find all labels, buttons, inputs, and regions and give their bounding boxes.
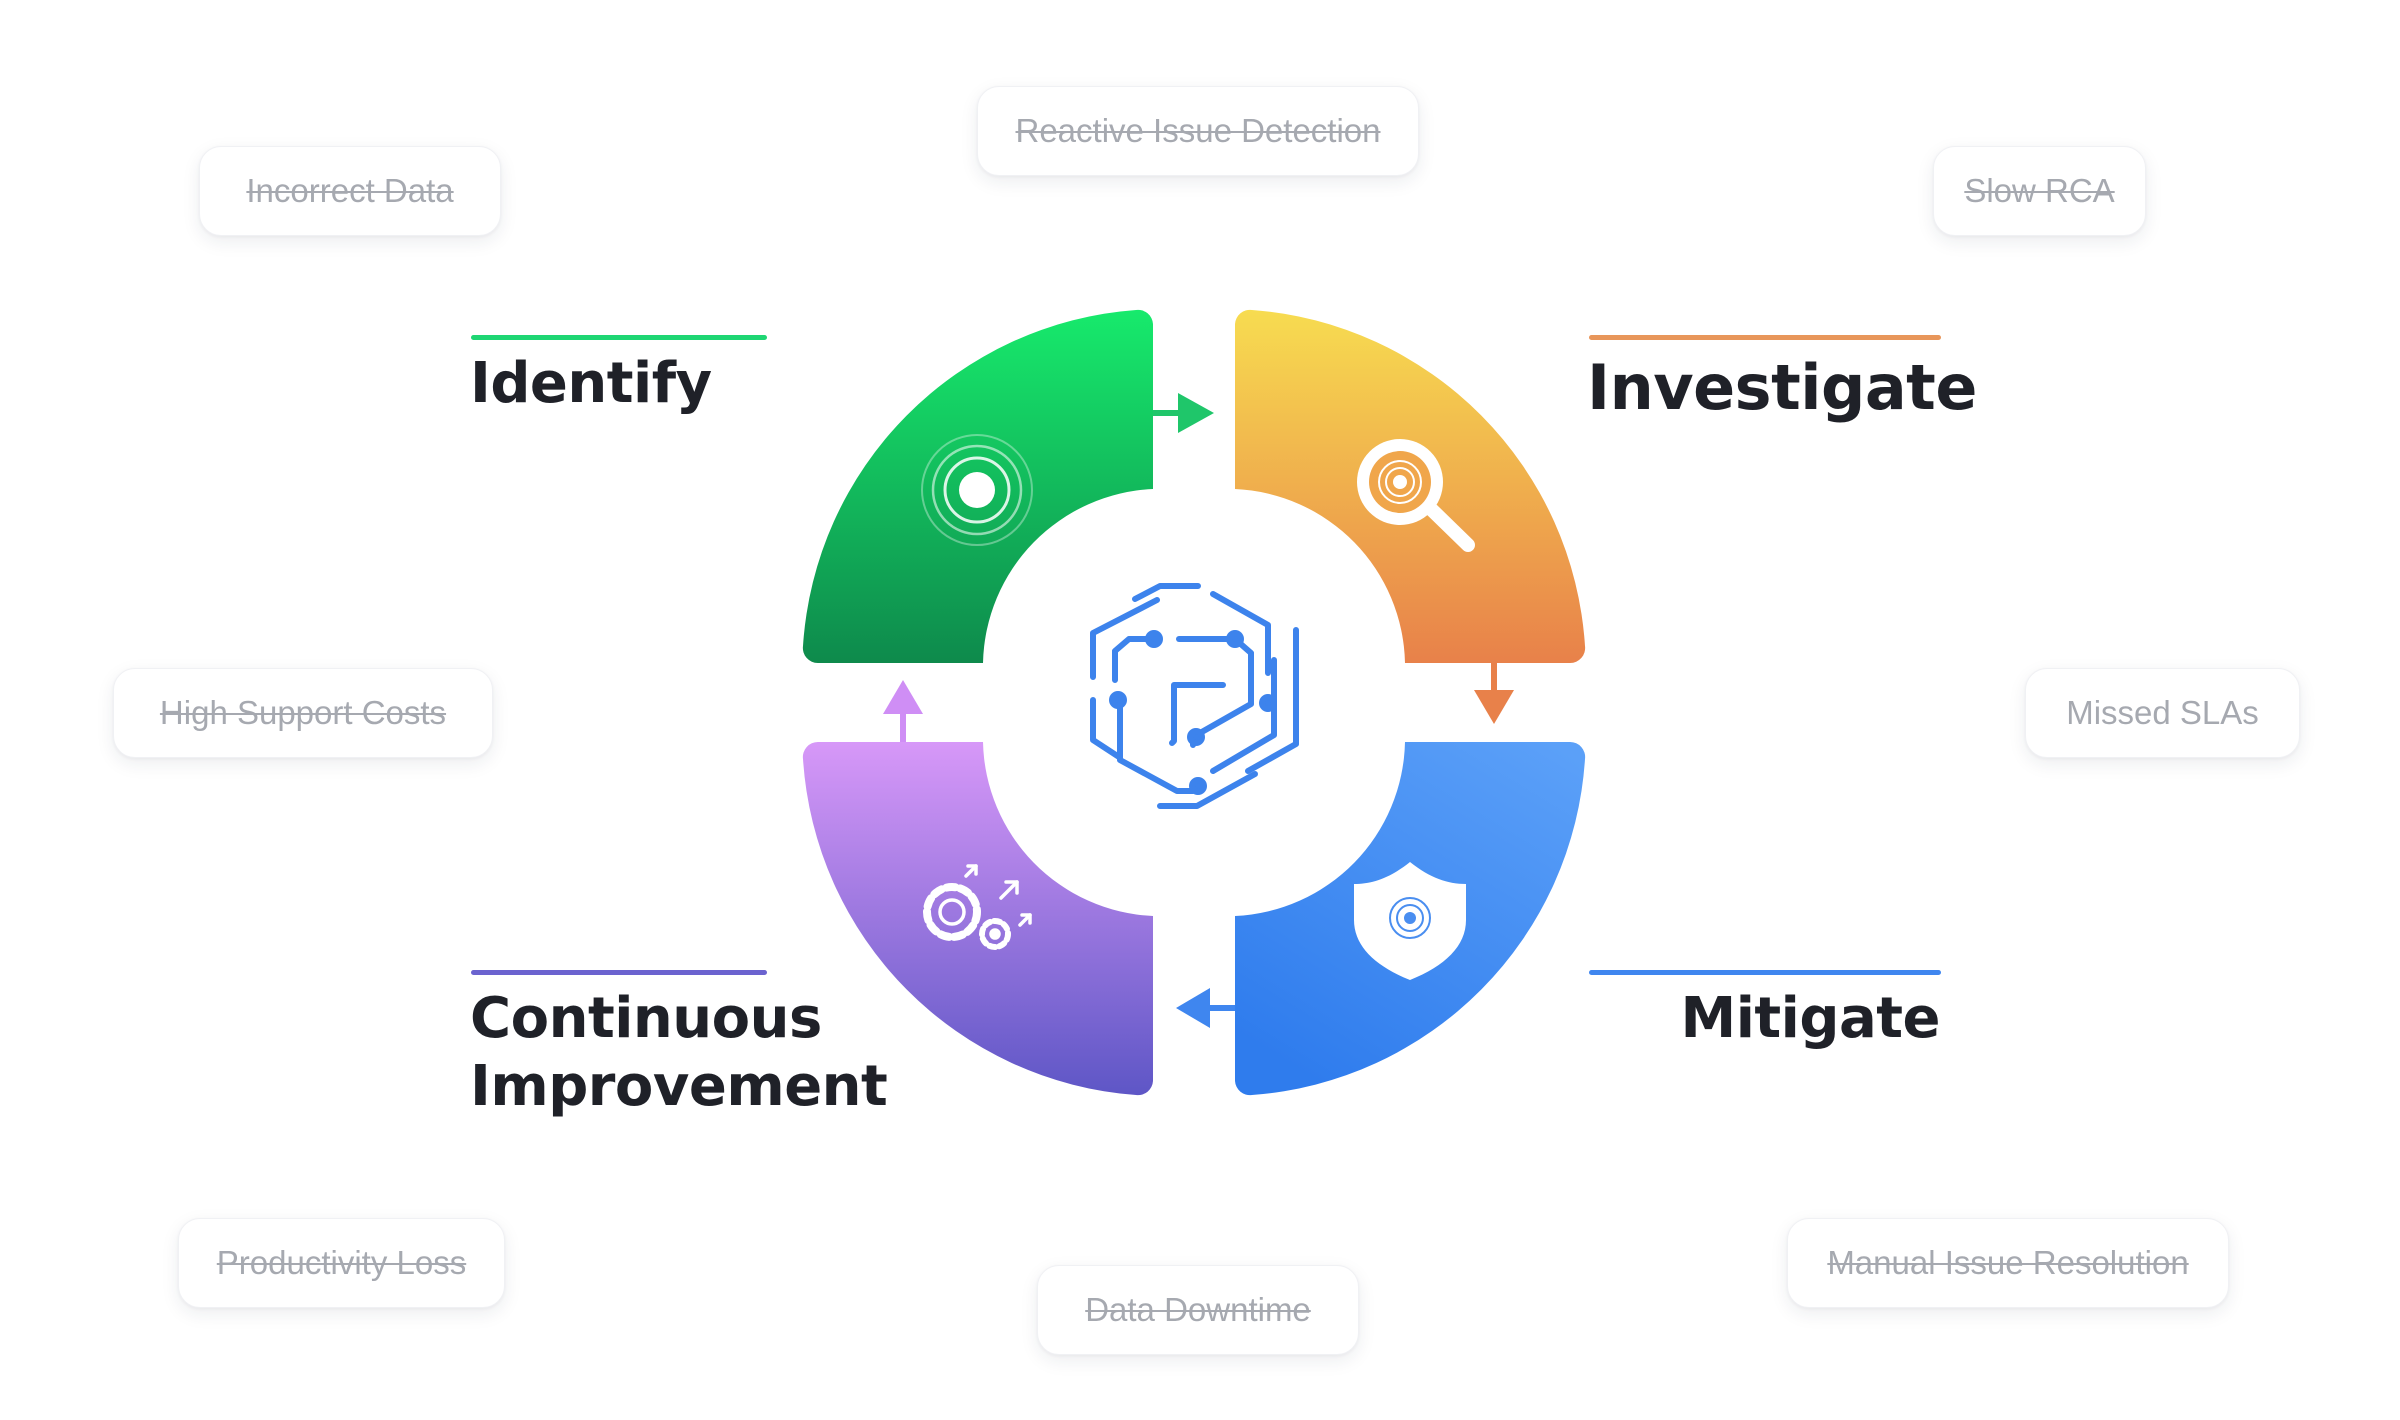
mitigate-label: Mitigate: [1680, 986, 1940, 1051]
gears-icon: [923, 864, 1032, 950]
improvement-label-line1: Continuous: [470, 986, 822, 1051]
problem-productivity-loss: Productivity Loss: [178, 1218, 505, 1308]
identify-label: Identify: [470, 351, 712, 416]
arrow-mitigate-to-improvement: [1176, 988, 1235, 1028]
problem-label: Manual Issue Resolution: [1827, 1244, 2189, 1281]
problem-label: Reactive Issue Detection: [1015, 112, 1381, 149]
problem-high-support-costs: High Support Costs: [113, 668, 493, 758]
arrow-improvement-to-identify: [883, 680, 923, 742]
problem-data-downtime: Data Downtime: [1037, 1265, 1359, 1355]
problem-label: Data Downtime: [1085, 1291, 1311, 1328]
arrow-investigate-to-mitigate: [1474, 663, 1514, 724]
improvement-accent-bar: [471, 970, 767, 975]
problem-incorrect-data: Incorrect Data: [199, 146, 501, 236]
improvement-label-line2: Improvement: [470, 1054, 888, 1119]
problem-label: Slow RCA: [1964, 172, 2115, 209]
arrow-identify-to-investigate: [1153, 393, 1214, 433]
problem-slow-rca: Slow RCA: [1933, 146, 2146, 236]
magnifier-icon: [1357, 439, 1475, 552]
identify-accent-bar: [471, 335, 767, 340]
problem-label: Incorrect Data: [246, 172, 454, 209]
shield-icon: [1354, 862, 1466, 980]
network-logo-icon: [1090, 583, 1299, 809]
problem-label: Missed SLAs: [2066, 694, 2259, 731]
investigate-label: Investigate: [1587, 351, 1977, 424]
investigate-accent-bar: [1589, 335, 1941, 340]
problem-reactive-issue-detection: Reactive Issue Detection: [977, 86, 1419, 176]
mitigate-accent-bar: [1589, 970, 1941, 975]
problem-manual-issue-resolution: Manual Issue Resolution: [1787, 1218, 2229, 1308]
problem-label: Productivity Loss: [216, 1244, 467, 1281]
problem-label: High Support Costs: [159, 694, 447, 731]
problem-missed-slas: Missed SLAs: [2025, 668, 2300, 758]
target-icon: [921, 434, 1033, 546]
